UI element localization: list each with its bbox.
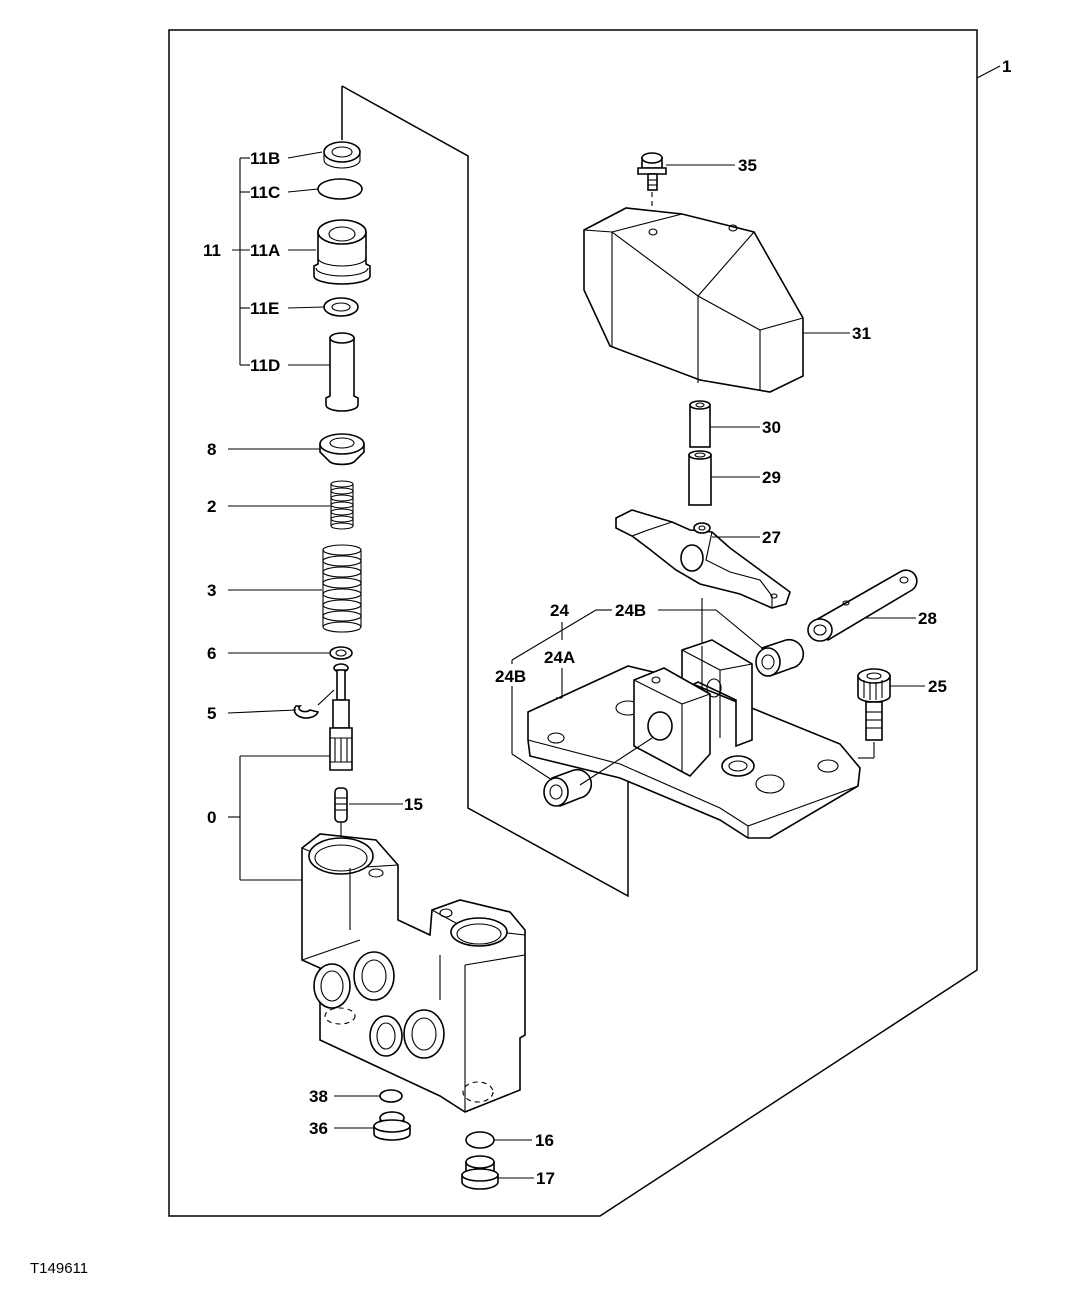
left-leaders — [227, 448, 534, 1179]
part-24b-bushing-left — [543, 768, 593, 808]
callout-0: 0 — [207, 808, 216, 827]
callout-1: 1 — [1002, 57, 1011, 76]
callout-27: 27 — [762, 528, 781, 547]
callout-35: 35 — [738, 156, 757, 175]
part-15-pin — [334, 787, 348, 823]
part-5-clip — [293, 705, 320, 719]
callout-11D: 11D — [250, 356, 280, 375]
part-11b-ring — [323, 141, 361, 169]
part-11c-o-ring — [317, 178, 363, 200]
callout-11E: 11E — [250, 299, 279, 318]
callout-11C: 11C — [250, 183, 280, 202]
callout-15: 15 — [404, 795, 423, 814]
group-11-bracket — [232, 151, 330, 366]
callout-3: 3 — [207, 581, 216, 600]
subassembly-boundary — [341, 85, 629, 898]
callout-24B-left: 24B — [495, 667, 526, 686]
part-36-plug — [373, 1111, 411, 1141]
callout-36: 36 — [309, 1119, 328, 1138]
callout-8: 8 — [207, 440, 216, 459]
callout-17: 17 — [536, 1169, 555, 1188]
callout-28: 28 — [918, 609, 937, 628]
callout-5: 5 — [207, 704, 216, 723]
callout-24: 24 — [550, 601, 569, 620]
part-2-inner-spring — [330, 480, 354, 530]
part-11d-plunger — [325, 332, 359, 412]
callout-29: 29 — [762, 468, 781, 487]
part-8-retainer — [319, 433, 365, 466]
part-38-o-ring — [379, 1089, 403, 1103]
part-29-sleeve — [688, 450, 712, 506]
part-30-sleeve — [689, 400, 711, 448]
part-27-lever — [615, 509, 791, 609]
assembly-frame — [168, 29, 978, 1217]
callout-11B: 11B — [250, 149, 280, 168]
callout-31: 31 — [852, 324, 871, 343]
callout-6: 6 — [207, 644, 216, 663]
callout-11: 11 — [203, 241, 221, 260]
group-0-bracket — [228, 755, 330, 881]
part-28-pin — [807, 569, 918, 642]
callout-24A: 24A — [544, 648, 575, 667]
callout-16: 16 — [535, 1131, 554, 1150]
figure-id: T149611 — [30, 1260, 88, 1277]
part-35-bolt — [637, 152, 667, 191]
part-24a-base-plate — [527, 639, 861, 839]
part-31-cover — [583, 207, 804, 393]
callout-2: 2 — [207, 497, 216, 516]
callout-30: 30 — [762, 418, 781, 437]
valve-body — [301, 833, 526, 1113]
part-3-outer-spring — [322, 544, 362, 633]
part-11a-housing — [313, 219, 371, 285]
part-6-washer — [329, 646, 353, 660]
callout-11A: 11A — [250, 241, 280, 260]
part-11e-ring — [323, 297, 359, 317]
callout-24B-top: 24B — [615, 601, 646, 620]
part-17-plug — [461, 1155, 499, 1190]
part-spool — [329, 663, 353, 771]
group-24-leaders — [511, 609, 763, 781]
part-25-cap-screw — [857, 668, 891, 741]
part-16-o-ring — [465, 1131, 495, 1149]
callout-38: 38 — [309, 1087, 328, 1106]
part-24b-bushing-right — [755, 638, 805, 678]
callout-25: 25 — [928, 677, 947, 696]
